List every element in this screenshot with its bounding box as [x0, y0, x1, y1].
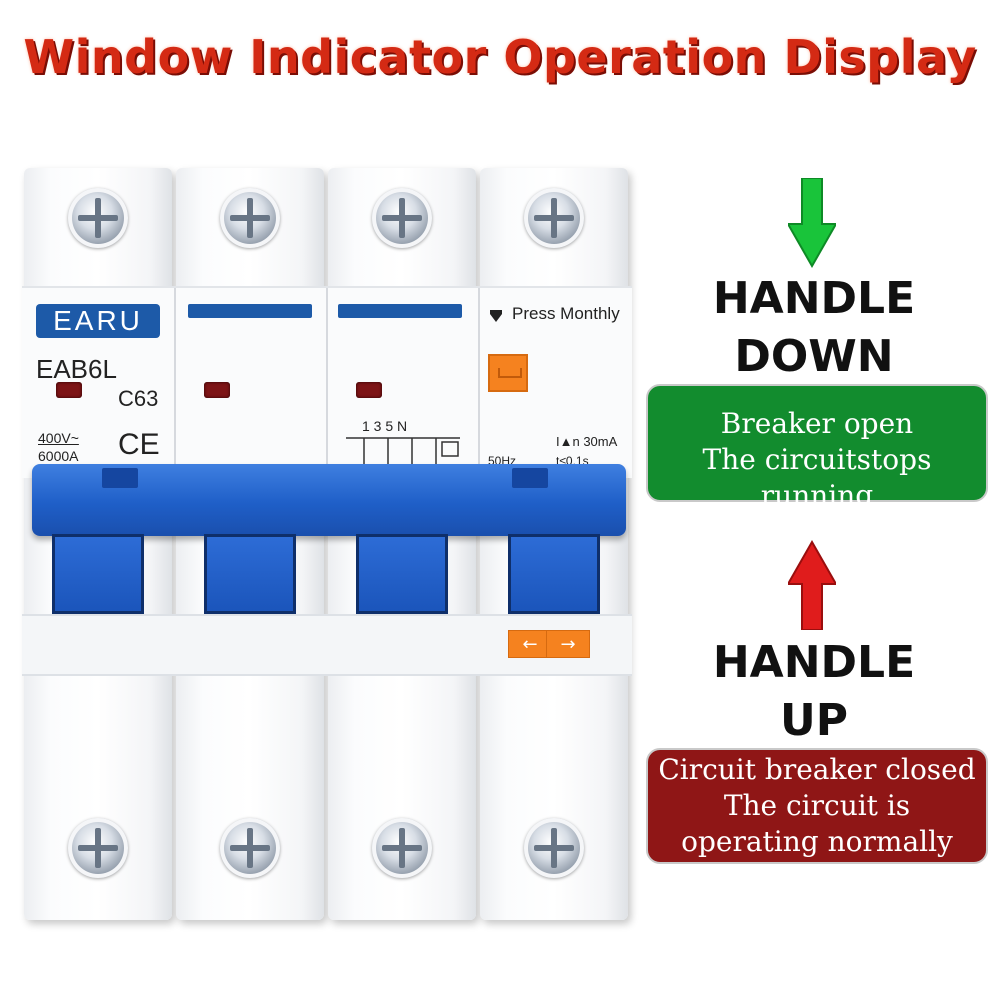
capacity-label: 6000A [38, 448, 79, 464]
test-button-label: Press Monthly [512, 304, 620, 323]
indicator-led [56, 382, 82, 398]
model-label: EAB6L [36, 354, 117, 384]
heading-line: DOWN [734, 331, 894, 382]
circuit-breaker-image: EARU EAB6L C63 400V~ 6000A CE 1 3 5 N Pr… [22, 168, 632, 928]
wiring-diagram-icon [346, 437, 460, 464]
red-arrow-up-icon [788, 540, 836, 630]
brand-name: EARU [53, 305, 143, 336]
curve-label: C63 [118, 386, 159, 411]
breaker-lower-band [22, 614, 632, 676]
ce-mark: CE [118, 428, 160, 461]
heading-line: HANDLE [712, 637, 916, 688]
divider [478, 288, 480, 478]
handle-toggle [356, 534, 448, 614]
breaker-closed-box: Circuit breaker closed The circuit is op… [646, 748, 988, 864]
terminal-screw-icon [68, 818, 128, 878]
handle-up-heading: HANDLE UP [664, 634, 964, 750]
handle-down-heading: HANDLE DOWN [664, 270, 964, 386]
brand-logo: EARU [36, 304, 160, 338]
indicator-led [204, 382, 230, 398]
desc-line: Breaker open [720, 407, 914, 440]
handle-toggle [508, 534, 600, 614]
divider [174, 288, 176, 478]
label-strip [188, 304, 312, 318]
desc-line: Circuit breaker closed [658, 753, 976, 786]
desc-line: operating normally [681, 825, 953, 858]
terminal-screw-icon [220, 818, 280, 878]
label-strip [338, 304, 462, 318]
terminal-screw-icon [524, 818, 584, 878]
terminal-labels: 1 3 5 N [362, 418, 408, 434]
terminal-screw-icon [68, 188, 128, 248]
test-button [488, 354, 528, 392]
terminal-screw-icon [524, 188, 584, 248]
terminal-screw-icon [372, 188, 432, 248]
voltage-label: 400V~ [38, 430, 79, 446]
divider [326, 288, 328, 478]
arrow-right-icon: → [546, 630, 590, 658]
green-arrow-down-icon [788, 178, 836, 268]
desc-line: The circuitstops running [702, 443, 932, 512]
desc-line: The circuit is [723, 789, 911, 822]
heading-line: HANDLE [712, 273, 916, 324]
arrow-down-icon [490, 310, 502, 322]
heading-line: UP [780, 695, 848, 746]
terminal-screw-icon [220, 188, 280, 248]
breaker-open-box: Breaker open The circuitstops running [646, 384, 988, 512]
terminal-screw-icon [372, 818, 432, 878]
handle-notch [102, 468, 138, 488]
residual-current-label: I▲n 30mA [556, 434, 618, 449]
indicator-led [356, 382, 382, 398]
page-title: Window Indicator Operation Display [23, 30, 977, 84]
handle-toggle [52, 534, 144, 614]
handle-notch [512, 468, 548, 488]
arrow-left-icon: ← [508, 630, 552, 658]
handle-toggle [204, 534, 296, 614]
